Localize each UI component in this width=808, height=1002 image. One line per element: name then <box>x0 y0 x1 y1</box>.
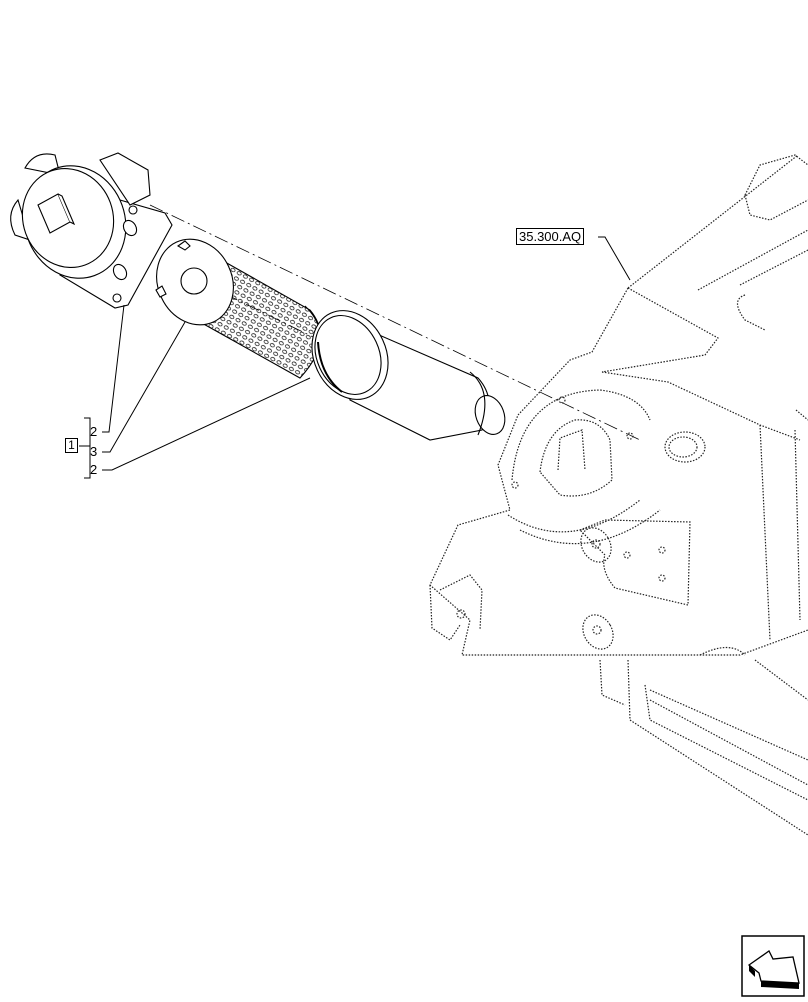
filter-bowl[interactable] <box>298 298 510 441</box>
callout-filter-element[interactable]: 3 <box>90 444 98 459</box>
callout-filter-bowl[interactable]: 2 <box>90 462 98 477</box>
filter-head[interactable] <box>9 151 173 309</box>
callout-filter-head[interactable]: 2 <box>90 424 98 439</box>
filter-element[interactable] <box>143 226 322 379</box>
leader-lines <box>79 236 631 479</box>
reference-label[interactable]: 35.300.AQ <box>516 228 585 245</box>
group-number-box[interactable]: 1 <box>65 438 78 453</box>
previous-page-arrow-icon[interactable] <box>741 935 805 997</box>
chassis-frame <box>429 154 808 836</box>
